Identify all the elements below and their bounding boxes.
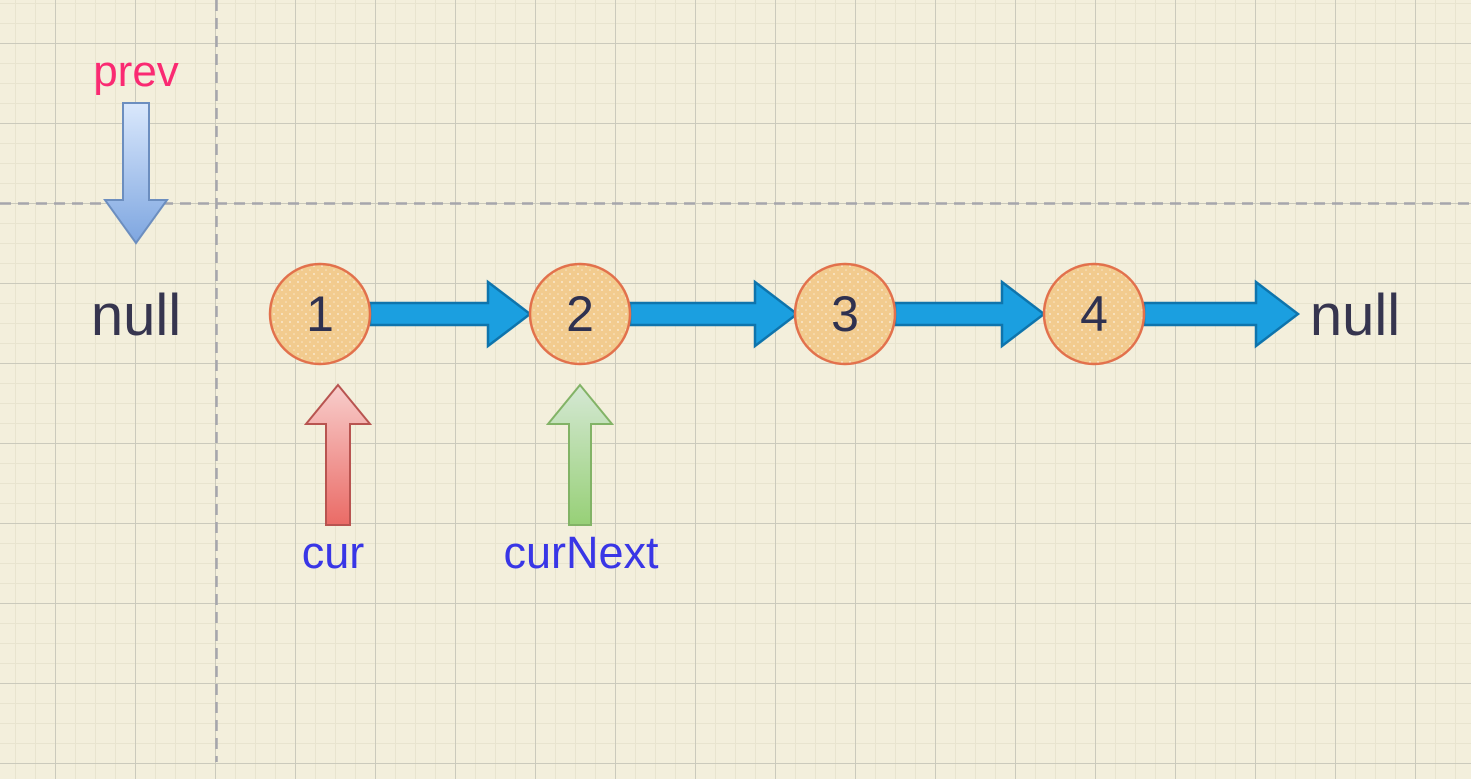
node-4-circle [1042,262,1146,366]
node-3-value: 3 [831,286,859,342]
curnext-up-arrow [545,383,615,526]
node-1-value: 1 [306,286,334,342]
link-arrow-1 [370,282,530,346]
node-2-circle [528,262,632,366]
list-node-1: 1 [268,262,372,366]
prev-pointer-label: prev [93,47,179,96]
null-left-label: null [91,283,181,348]
curnext-pointer-label: curNext [503,527,659,578]
link-arrow-1-outline [368,279,533,349]
null-right-label: null [1310,283,1400,348]
node-3-circle [793,262,897,366]
list-node-3: 3 [793,262,897,366]
link-arrow-2-outline [628,279,800,349]
node-2-value: 2 [566,286,594,342]
list-node-4: 4 [1042,262,1146,366]
link-arrow-2 [630,282,797,346]
node-4-value: 4 [1080,286,1108,342]
cur-up-arrow [303,383,373,526]
link-arrow-3 [895,282,1044,346]
link-arrow-4-outline [1142,279,1301,349]
prev-down-arrow [103,102,169,245]
link-arrow-4 [1144,282,1298,346]
cur-pointer-label: cur [302,527,365,578]
node-1-circle [268,262,372,366]
link-arrow-3-outline [893,279,1047,349]
list-node-2: 2 [528,262,632,366]
